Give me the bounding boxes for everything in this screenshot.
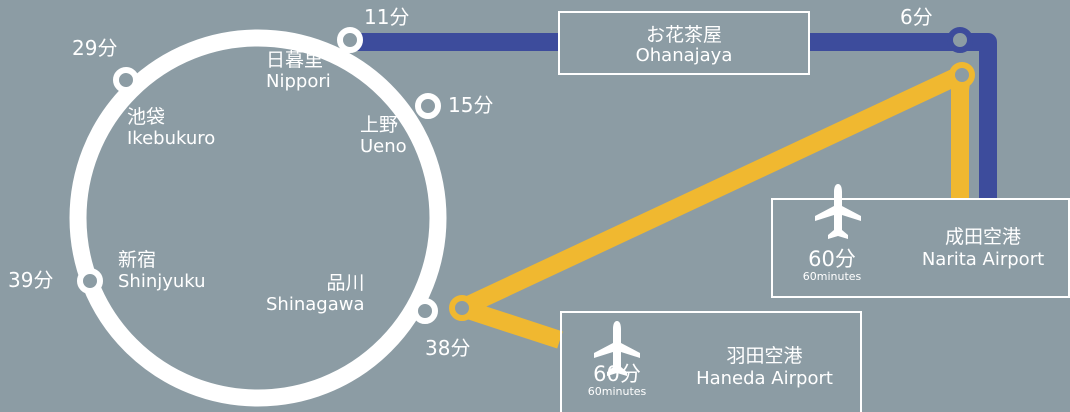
narita-airport-box[interactable]: 60分 60minutes 成田空港 Narita Airport	[771, 184, 1070, 298]
station-label-shinagawa: 品川 Shinagawa	[266, 272, 365, 316]
haneda-en: Haneda Airport	[696, 368, 833, 389]
ohanajaya-en: Ohanajaya	[635, 45, 733, 66]
haneda-jp: 羽田空港	[726, 345, 803, 367]
shinagawa-haneda-line	[459, 299, 563, 349]
station-label-nippori: 日暮里 Nippori	[266, 49, 331, 93]
narita-en: Narita Airport	[921, 249, 1045, 270]
narita-duration-jp: 60分	[808, 247, 856, 271]
shinagawa-en: Shinagawa	[266, 293, 365, 315]
ohanajaya-box[interactable]: お花茶屋 Ohanajaya	[558, 11, 810, 75]
ikebukuro-jp: 池袋	[127, 106, 166, 128]
shinjuku-time: 39分	[8, 268, 54, 292]
haneda-duration-jp: 60分	[593, 362, 641, 386]
haneda-duration-en: 60minutes	[587, 385, 647, 399]
station-label-ueno: 上野 Ueno	[360, 114, 407, 158]
station-node-ueno[interactable]	[415, 93, 441, 119]
yamanote-loop	[69, 29, 447, 407]
ohanajaya-narita-line	[808, 33, 997, 200]
station-node-nippori[interactable]	[337, 27, 363, 53]
shinagawa-time: 38分	[425, 336, 471, 360]
station-node-shinagawa-transfer[interactable]	[449, 295, 475, 321]
shinjuku-en: Shinjyuku	[118, 270, 206, 292]
narita-name: 成田空港 Narita Airport	[898, 222, 1068, 270]
airplane-icon	[815, 184, 861, 239]
haneda-name: 羽田空港 Haneda Airport	[677, 341, 852, 389]
ohanajaya-jp: お花茶屋	[645, 24, 722, 46]
station-node-ohanajaya-junction[interactable]	[947, 27, 973, 53]
ikebukuro-en: Ikebukuro	[127, 127, 216, 149]
ikebukuro-time: 29分	[72, 36, 118, 60]
station-node-narita-yellow[interactable]	[949, 62, 975, 88]
shinagawa-jp: 品川	[326, 272, 365, 294]
nippori-jp: 日暮里	[266, 49, 324, 71]
ohanajaya-time: 6分	[900, 5, 933, 29]
airplane-icon	[594, 321, 640, 376]
ueno-en: Ueno	[360, 135, 407, 157]
nippori-en: Nippori	[266, 70, 331, 92]
station-node-shinjuku[interactable]	[77, 268, 103, 294]
narita-duration: 60分 60minutes	[787, 248, 877, 283]
station-node-ikebukuro[interactable]	[113, 67, 139, 93]
station-node-shinagawa[interactable]	[412, 298, 438, 324]
narita-access-line	[951, 73, 971, 200]
shinjuku-jp: 新宿	[118, 249, 157, 271]
narita-jp: 成田空港	[944, 226, 1021, 248]
haneda-duration: 60分 60minutes	[572, 363, 662, 398]
narita-duration-en: 60minutes	[802, 270, 862, 284]
station-label-shinjuku: 新宿 Shinjyuku	[118, 249, 206, 293]
shinagawa-narita-line	[458, 66, 964, 317]
station-label-ikebukuro: 池袋 Ikebukuro	[127, 106, 216, 150]
haneda-airport-box[interactable]: 60分 60minutes 羽田空港 Haneda Airport	[560, 311, 862, 412]
nippori-time: 11分	[364, 5, 410, 29]
ueno-jp: 上野	[360, 114, 399, 136]
ueno-time: 15分	[448, 93, 494, 117]
